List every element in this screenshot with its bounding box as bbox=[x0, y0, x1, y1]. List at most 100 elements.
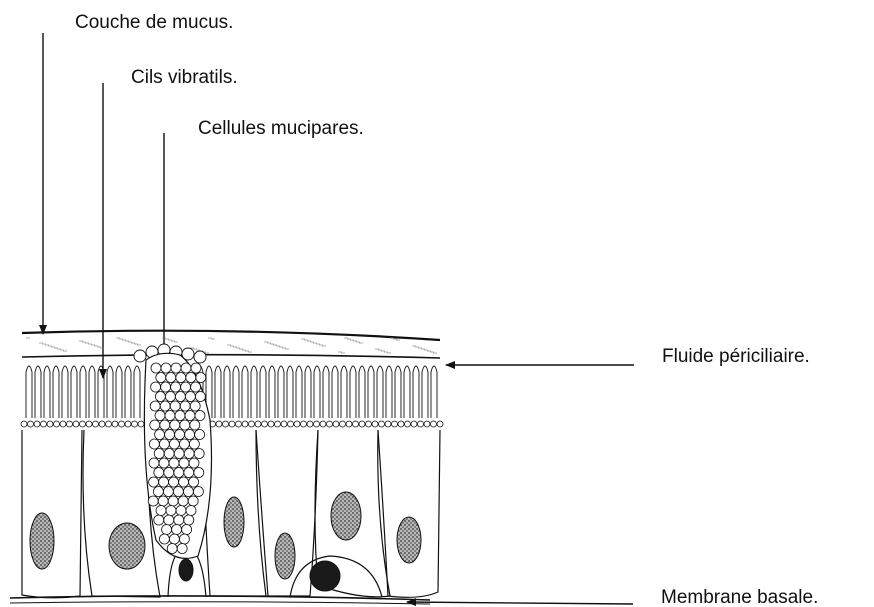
mucin-granule bbox=[195, 411, 205, 421]
mucin-granule bbox=[155, 411, 165, 421]
cilium bbox=[287, 366, 293, 418]
mucin-granule bbox=[183, 487, 193, 497]
mucin-granule bbox=[151, 363, 161, 373]
mucin-granule bbox=[149, 458, 159, 468]
mucin-granule bbox=[155, 430, 165, 440]
mucin-granule bbox=[193, 487, 203, 497]
mucin-granule bbox=[154, 515, 164, 525]
mucin-granule bbox=[174, 468, 184, 478]
mucin-granule bbox=[158, 496, 168, 506]
mucin-granule bbox=[182, 525, 192, 535]
mucin-granule bbox=[151, 382, 161, 392]
cilium bbox=[350, 366, 356, 418]
mucin-granule bbox=[195, 430, 205, 440]
mucin-granule bbox=[180, 401, 190, 411]
label-couche-de-mucus: Couche de mucus. bbox=[75, 12, 233, 33]
mucin-granule bbox=[186, 373, 196, 383]
cilium bbox=[431, 366, 437, 418]
mucin-granule bbox=[161, 363, 171, 373]
mucin-granule bbox=[185, 430, 195, 440]
mucin-granule bbox=[181, 382, 191, 392]
mucin-granule bbox=[159, 534, 169, 544]
cilium bbox=[377, 366, 383, 418]
goblet-cell bbox=[144, 353, 211, 558]
mucin-granule bbox=[169, 534, 179, 544]
mucin-granule bbox=[171, 382, 181, 392]
cilium bbox=[422, 366, 428, 418]
basement-membrane bbox=[10, 596, 430, 604]
mucin-granule bbox=[170, 420, 180, 430]
mucin-granule bbox=[156, 506, 166, 516]
mucin-granule bbox=[149, 477, 159, 487]
mucin-granule bbox=[150, 420, 160, 430]
mucus-layer bbox=[22, 331, 440, 358]
mucin-granule bbox=[164, 468, 174, 478]
mucin-granule bbox=[159, 458, 169, 468]
label-cellules-mucipares: Cellules mucipares. bbox=[198, 118, 364, 139]
cilium bbox=[242, 366, 248, 418]
mucin-granule bbox=[150, 401, 160, 411]
cilium bbox=[125, 366, 131, 418]
mucin-granule bbox=[180, 420, 190, 430]
cilium bbox=[386, 366, 392, 418]
mucin-granule bbox=[166, 506, 176, 516]
mucin-granule bbox=[179, 439, 189, 449]
mucin-granule bbox=[154, 449, 164, 459]
mucin-granule bbox=[159, 439, 169, 449]
cilium bbox=[251, 366, 257, 418]
mucin-granule bbox=[169, 458, 179, 468]
cilium bbox=[44, 366, 50, 418]
mucin-granule bbox=[156, 373, 166, 383]
mucin-granule bbox=[179, 477, 189, 487]
mucin-granule bbox=[176, 506, 186, 516]
mucin-granule bbox=[164, 449, 174, 459]
cilium bbox=[368, 366, 374, 418]
nucleus bbox=[30, 513, 54, 569]
nucleus bbox=[331, 492, 361, 540]
mucin-granule bbox=[169, 477, 179, 487]
cilium bbox=[89, 366, 95, 418]
cilium bbox=[269, 366, 275, 418]
cilium bbox=[80, 366, 86, 418]
mucin-granule bbox=[165, 392, 175, 402]
cilium bbox=[314, 366, 320, 418]
cilium bbox=[233, 366, 239, 418]
mucin-granule bbox=[153, 487, 163, 497]
cilium bbox=[107, 366, 113, 418]
mucin-granule bbox=[177, 544, 187, 554]
mucin-granule bbox=[149, 439, 159, 449]
mucin-granule bbox=[163, 487, 173, 497]
mucin-granule bbox=[194, 468, 204, 478]
mucin-granule bbox=[191, 363, 201, 373]
mucin-granule bbox=[189, 439, 199, 449]
mucin-granule bbox=[176, 373, 186, 383]
mucin-granule bbox=[178, 496, 188, 506]
cilium bbox=[26, 366, 32, 418]
cilium bbox=[332, 366, 338, 418]
mucin-granule bbox=[174, 515, 184, 525]
mucin-granule bbox=[191, 382, 201, 392]
mucin-granule bbox=[194, 449, 204, 459]
cilium bbox=[341, 366, 347, 418]
mucin-granule bbox=[165, 430, 175, 440]
cilium bbox=[359, 366, 365, 418]
cilium bbox=[53, 366, 59, 418]
mucin-granule bbox=[154, 468, 164, 478]
cilium bbox=[35, 366, 41, 418]
mucin-granule bbox=[196, 373, 206, 383]
mucin-granule bbox=[175, 430, 185, 440]
mucin-granule bbox=[155, 392, 165, 402]
cilium bbox=[71, 366, 77, 418]
nucleus bbox=[109, 523, 145, 569]
mucin-granule bbox=[185, 392, 195, 402]
mucin-granule bbox=[166, 373, 176, 383]
cilium bbox=[278, 366, 284, 418]
mucin-granule bbox=[175, 392, 185, 402]
label-fluide-periciliaire: Fluide périciliaire. bbox=[662, 346, 810, 367]
cilium bbox=[224, 366, 230, 418]
mucin-granule bbox=[167, 544, 177, 554]
epithelial-cell bbox=[22, 430, 82, 598]
cilium bbox=[395, 366, 401, 418]
mucin-granule bbox=[188, 496, 198, 506]
